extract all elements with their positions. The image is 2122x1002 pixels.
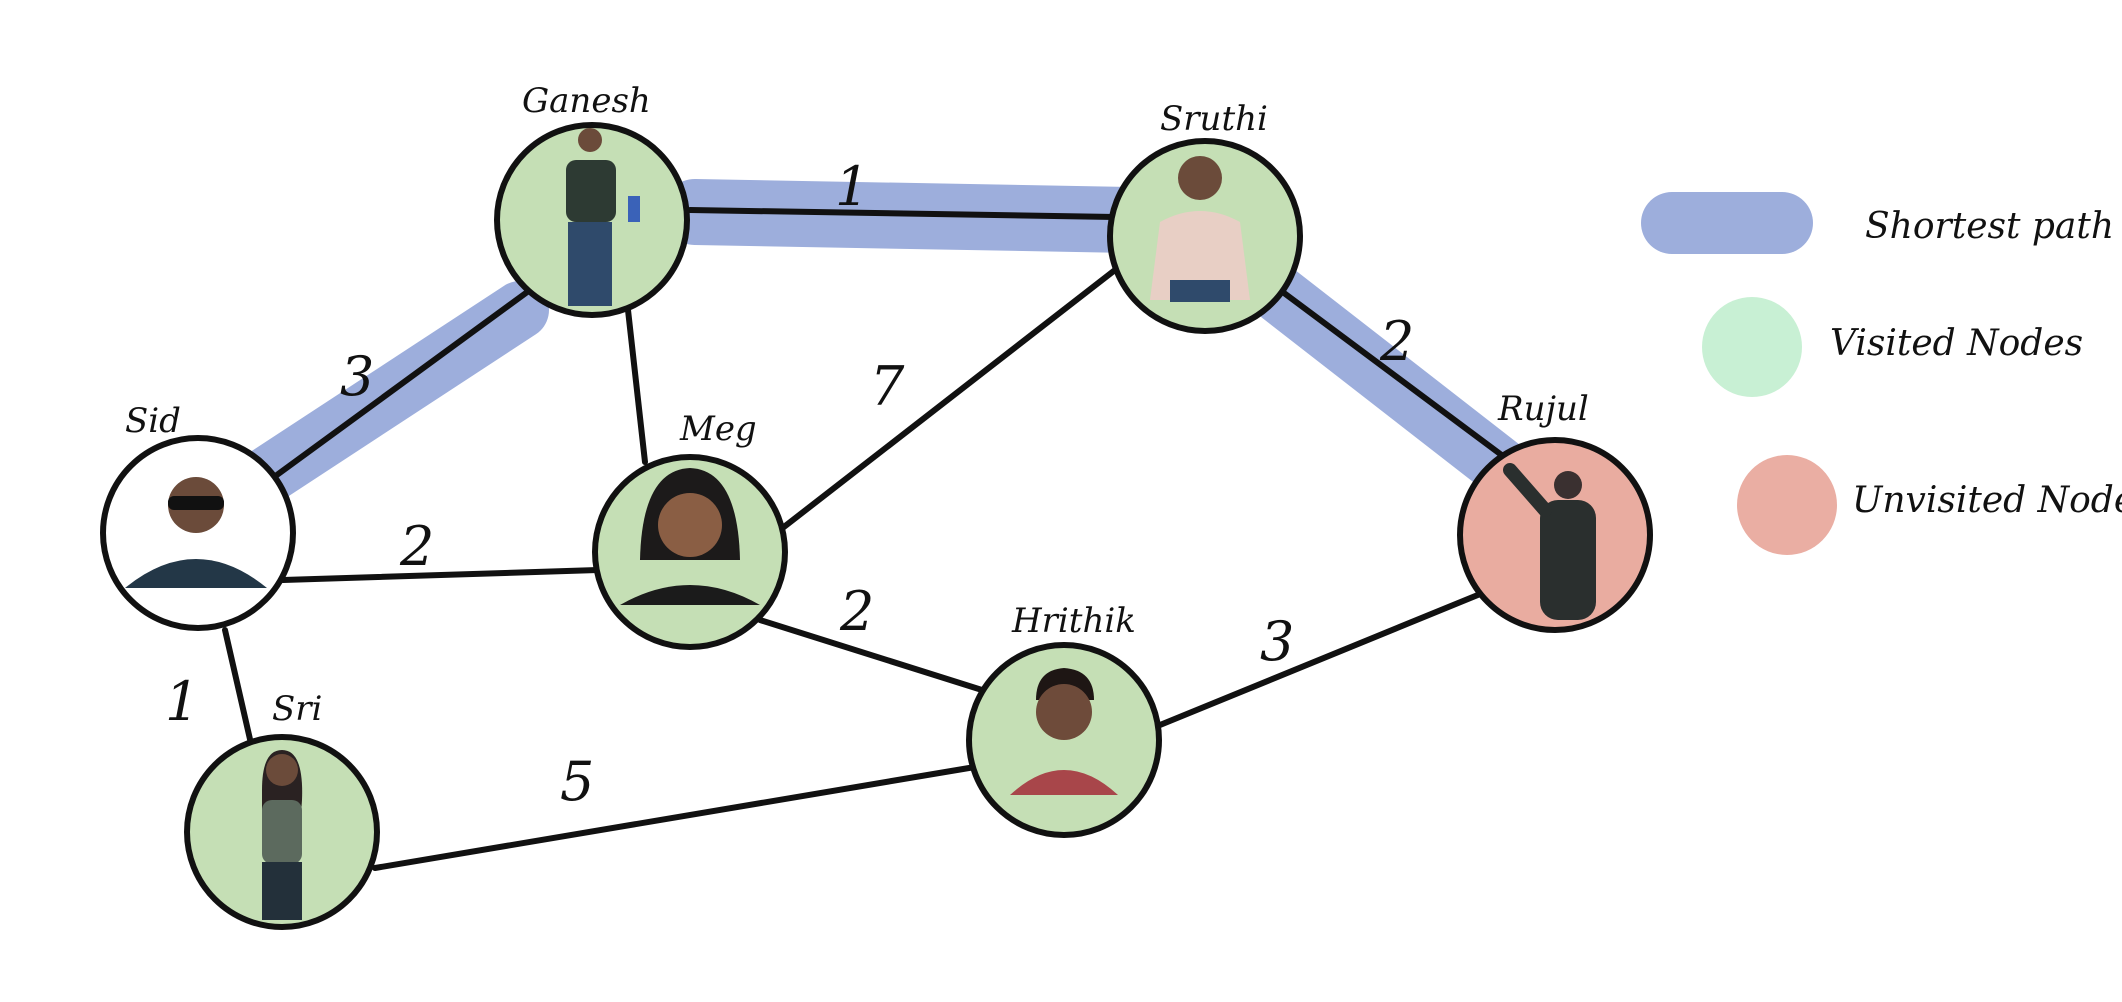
legend-shortest-path-label: Shortest path bbox=[1865, 206, 2114, 247]
node-label-hrithik: Hrithik bbox=[1011, 601, 1136, 641]
person-photo-icon bbox=[1503, 463, 1596, 620]
legend: Shortest path Visited Nodes Unvisited No… bbox=[1641, 192, 2122, 555]
node-hrithik: Hrithik bbox=[966, 601, 1162, 838]
edge-sid-sri bbox=[222, 627, 255, 751]
person-photo-icon bbox=[1150, 156, 1250, 302]
legend-visited-label: Visited Nodes bbox=[1830, 323, 2083, 364]
weight-sid-meg: 2 bbox=[399, 515, 434, 578]
node-meg: Meg bbox=[592, 409, 788, 650]
legend-visited-swatch bbox=[1702, 297, 1802, 397]
legend-unvisited: Unvisited Nodes bbox=[1737, 455, 2122, 555]
node-label-meg: Meg bbox=[679, 409, 757, 449]
weight-sid-sri: 1 bbox=[165, 670, 199, 733]
node-label-rujul: Rujul bbox=[1497, 389, 1589, 429]
edge-ganesh-meg bbox=[625, 307, 648, 465]
legend-unvisited-swatch bbox=[1737, 455, 1837, 555]
weight-ganesh-sruthi: 1 bbox=[835, 155, 869, 218]
edge-ganesh-sruthi bbox=[687, 207, 1118, 220]
edge-meg-sruthi bbox=[777, 267, 1118, 533]
node-sri: Sri bbox=[184, 689, 380, 930]
person-photo-icon bbox=[125, 477, 267, 588]
edge-weights: 3 1 2 7 2 1 2 5 3 bbox=[165, 155, 1414, 813]
edge-meg-hrithik bbox=[757, 617, 985, 693]
nodes: Ganesh Sruthi Sid bbox=[100, 81, 1653, 930]
edge-sid-ganesh bbox=[267, 287, 533, 483]
node-sruthi: Sruthi bbox=[1107, 99, 1303, 334]
person-photo-icon bbox=[262, 750, 303, 920]
weight-meg-hrithik: 2 bbox=[839, 580, 874, 643]
node-sid: Sid bbox=[100, 401, 296, 631]
weight-sri-hrithik: 5 bbox=[560, 750, 594, 813]
edge-hrithik-rujul bbox=[1157, 587, 1493, 728]
legend-visited: Visited Nodes bbox=[1702, 297, 2083, 397]
person-photo-icon bbox=[620, 468, 760, 605]
node-label-sruthi: Sruthi bbox=[1160, 99, 1268, 139]
edge-sruthi-rujul bbox=[1277, 287, 1518, 468]
legend-shortest-path: Shortest path bbox=[1641, 192, 2114, 254]
legend-unvisited-label: Unvisited Nodes bbox=[1852, 480, 2122, 521]
weight-meg-sruthi: 7 bbox=[870, 355, 905, 418]
weight-sruthi-rujul: 2 bbox=[1379, 310, 1414, 373]
node-label-ganesh: Ganesh bbox=[522, 81, 651, 121]
edge-sid-meg bbox=[280, 567, 601, 583]
shortest-path-band-sruthi-rujul bbox=[1251, 266, 1534, 499]
weight-hrithik-rujul: 3 bbox=[1260, 610, 1294, 673]
edges bbox=[222, 207, 1518, 871]
edge-sri-hrithik bbox=[372, 764, 978, 871]
node-ganesh: Ganesh bbox=[494, 81, 690, 318]
node-label-sid: Sid bbox=[125, 401, 181, 441]
node-rujul: Rujul bbox=[1457, 389, 1653, 633]
weight-sid-ganesh: 3 bbox=[340, 345, 374, 408]
person-photo-icon bbox=[1010, 668, 1118, 795]
person-photo-icon bbox=[566, 128, 640, 306]
node-label-sri: Sri bbox=[272, 689, 322, 729]
